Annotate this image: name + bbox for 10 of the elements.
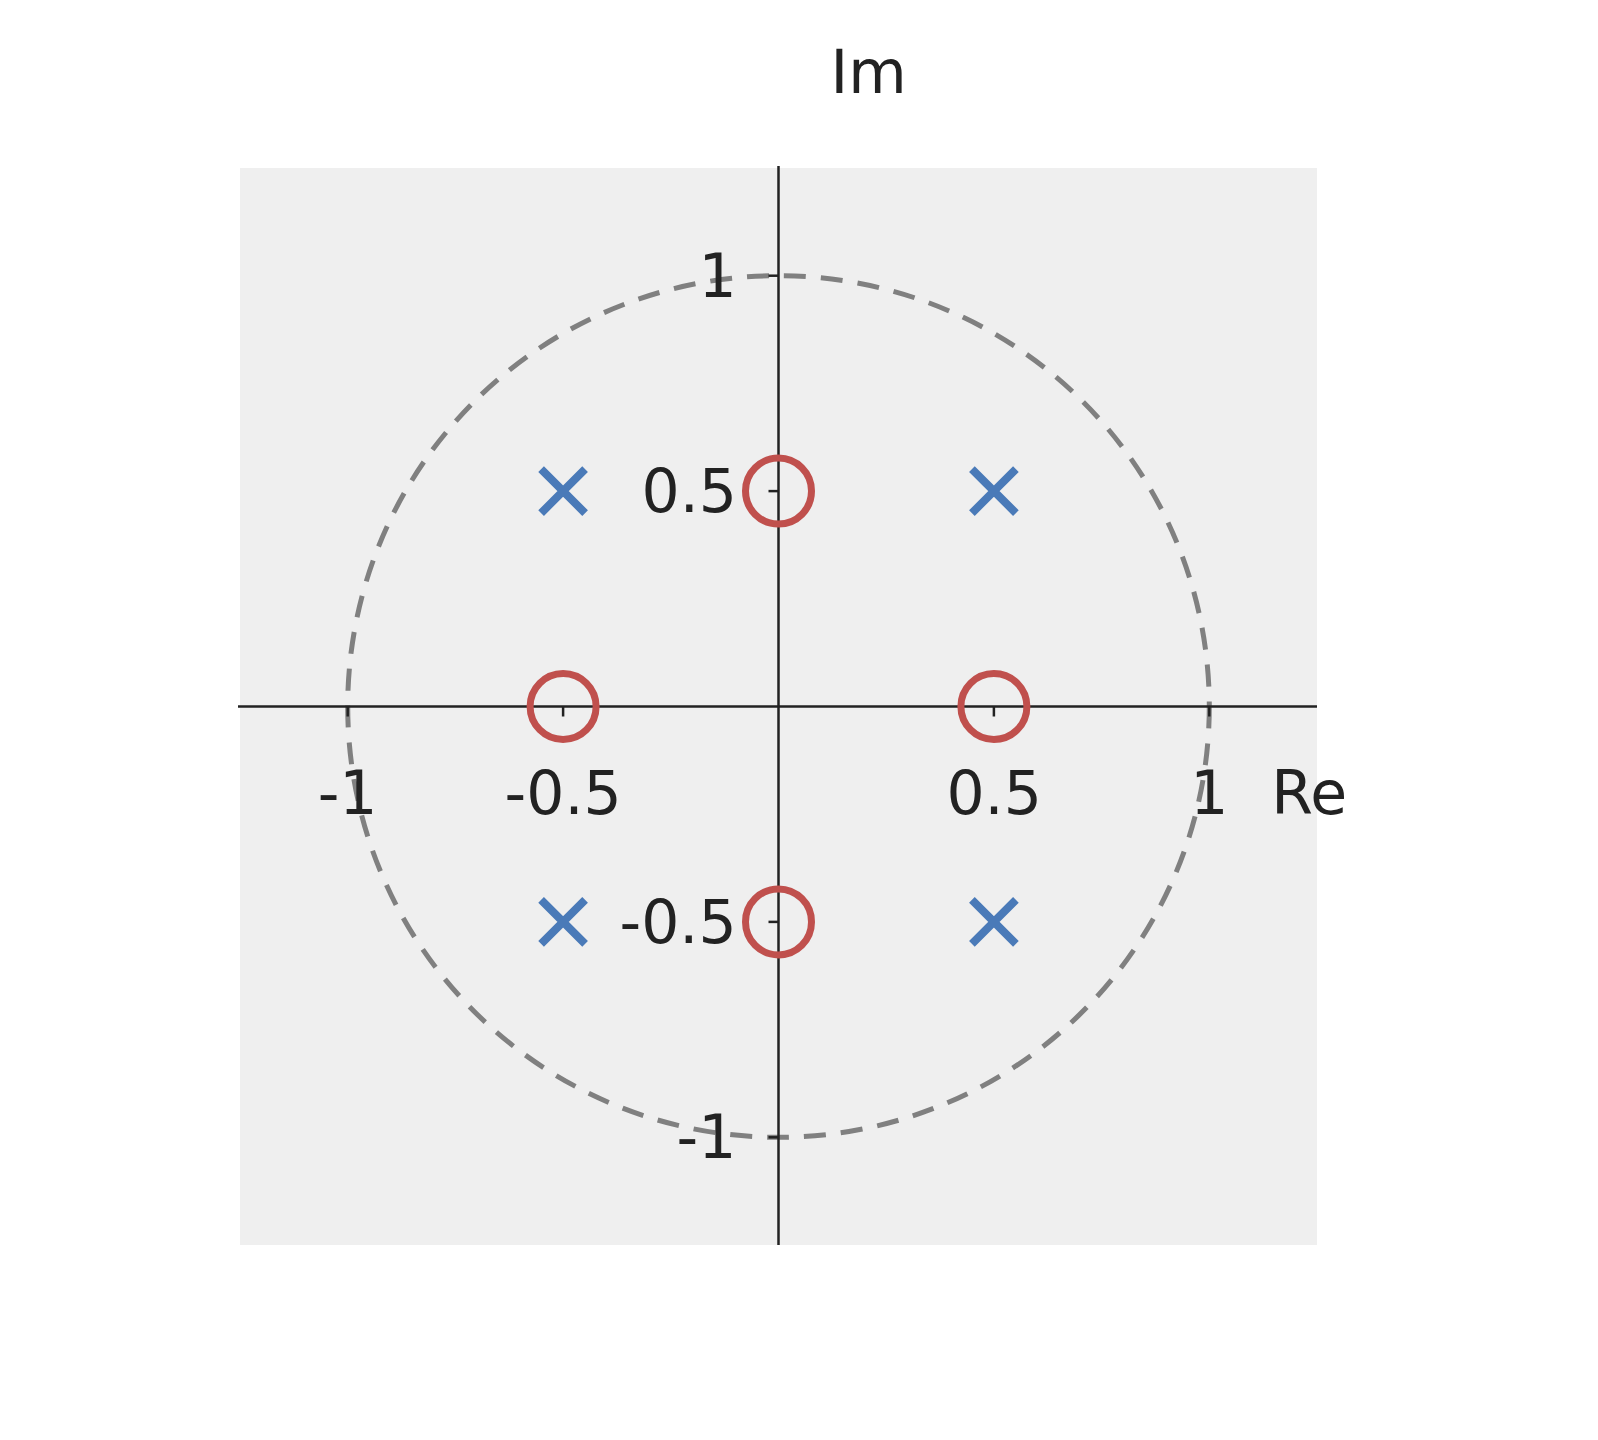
- tick-label: 1: [698, 245, 737, 306]
- tick-label: 0.5: [946, 763, 1042, 823]
- tick-label: 0.5: [641, 461, 737, 522]
- tick-label: 1: [1190, 763, 1229, 823]
- tick-label: -0.5: [504, 763, 622, 823]
- axis-label: Re: [1271, 763, 1348, 823]
- tick-label: -0.5: [619, 891, 737, 952]
- axis-label: Im: [830, 42, 907, 102]
- tick-label: -1: [676, 1107, 737, 1168]
- tick-label: -1: [317, 763, 378, 823]
